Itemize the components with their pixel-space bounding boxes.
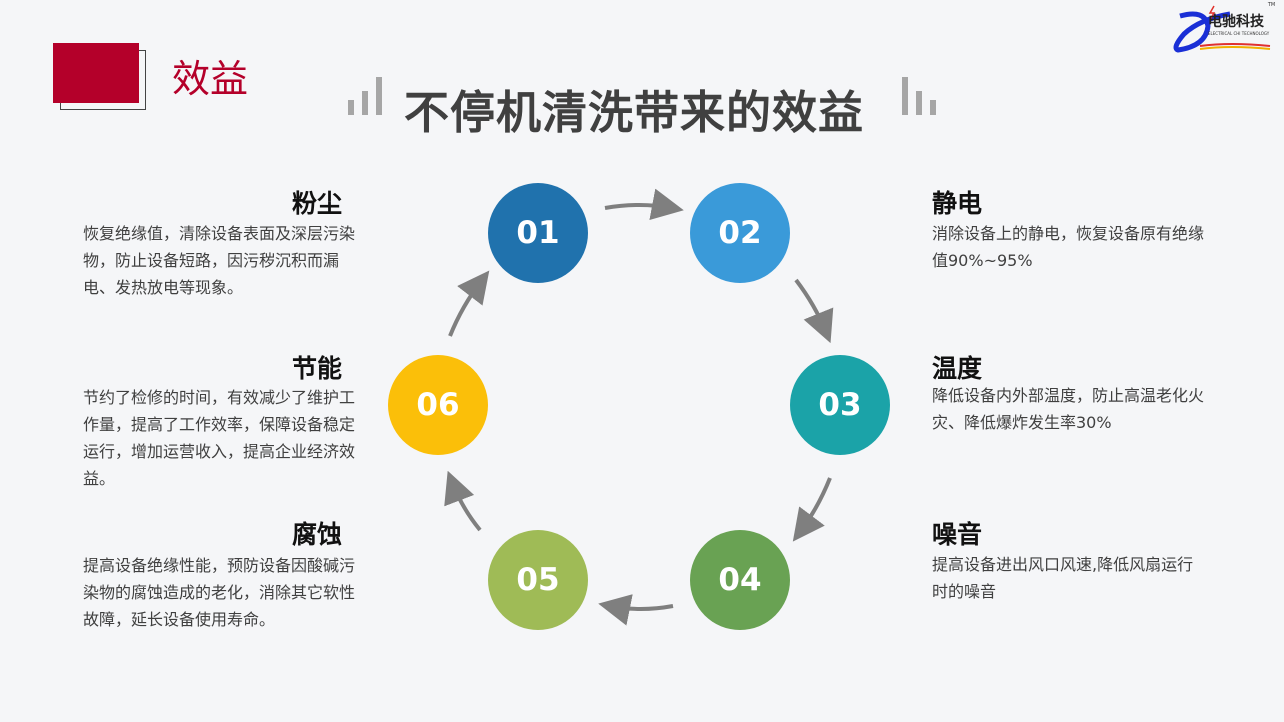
benefit-body-dust: 恢复绝缘值，清除设备表面及深层污染物，防止设备短路，因污秽沉积而漏电、发热放电等… (83, 224, 356, 297)
benefit-body-temperature: 降低设备内外部温度，防止高温老化火灾、降低爆炸发生率30% (932, 386, 1205, 432)
arrow-05-06 (444, 470, 482, 532)
logo-tm: TM (1267, 2, 1276, 8)
arrow-04-05 (598, 594, 674, 626)
logo-subtext: ELECTRICAL CHI TECHNOLOGY (1208, 31, 1270, 36)
title-bar-decor (376, 77, 382, 115)
logo-text-group: TM 电驰科技 ELECTRICAL CHI TECHNOLOGY (1208, 2, 1275, 36)
benefit-title-dust: 粉尘 (292, 189, 343, 218)
benefit-title-temperature: 温度 (932, 354, 983, 383)
benefit-body-static: 消除设备上的静电，恢复设备原有绝缘值90%~95% (932, 224, 1205, 270)
arrow-03-04 (792, 477, 832, 542)
benefit-body-noise: 提高设备进出风口风速,降低风扇运行时的噪音 (932, 555, 1194, 601)
benefit-title-static: 静电 (932, 189, 983, 218)
benefit-body-corrosion: 提高设备绝缘性能，预防设备因酸碱污染物的腐蚀造成的老化，消除其它软性故障，延长设… (83, 556, 356, 629)
arrow-06-01 (448, 270, 490, 337)
benefit-title-corrosion: 腐蚀 (292, 520, 343, 549)
step-circle-06: 06 (388, 355, 488, 455)
step-circle-03: 03 (790, 355, 890, 455)
arrow-01-02 (604, 188, 684, 221)
arrow-02-03 (794, 278, 834, 344)
step-circle-04: 04 (690, 530, 790, 630)
section-box (53, 43, 139, 103)
title-bar-decor (362, 91, 368, 115)
benefit-title-energy: 节能 (292, 354, 343, 383)
title-bar-decor (902, 77, 908, 115)
title-bar-decor (348, 100, 354, 115)
title-bar-decor (930, 100, 936, 115)
logo-name: 电驰科技 (1208, 14, 1264, 30)
title-bar-decor (916, 91, 922, 115)
step-circle-05: 05 (488, 530, 588, 630)
benefit-title-noise: 噪音 (932, 520, 983, 549)
company-logo: TM 电驰科技 ELECTRICAL CHI TECHNOLOGY (1170, 2, 1282, 56)
benefit-body-energy: 节约了检修的时间，有效减少了维护工作量，提高了工作效率，保障设备稳定运行，增加运… (83, 388, 356, 488)
logo-mark-icon (1173, 5, 1271, 53)
step-circle-01: 01 (488, 183, 588, 283)
page-title: 不停机清洗带来的效益 (404, 86, 865, 139)
section-title: 效益 (172, 57, 249, 101)
step-circle-02: 02 (690, 183, 790, 283)
